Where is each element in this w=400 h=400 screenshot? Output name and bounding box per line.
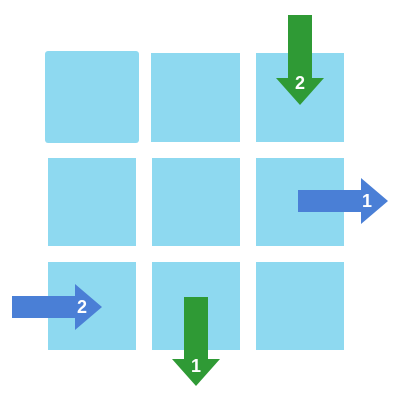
left-right-arrow: 2 [12, 284, 102, 330]
bottom-down-arrow-shape [172, 297, 220, 386]
top-down-arrow: 2 [276, 15, 324, 105]
top-down-arrow-label: 2 [295, 73, 305, 93]
grid-cell-r1-c2 [151, 53, 240, 142]
left-right-arrow-shape [12, 284, 102, 330]
grid-cells [45, 51, 344, 350]
middle-right-arrow-label: 1 [362, 191, 372, 211]
middle-right-arrow: 1 [298, 178, 388, 224]
grid-cell-r2-c2 [152, 158, 240, 246]
grid-cell-r3-c3 [256, 262, 344, 350]
grid-cell-r2-c1 [48, 158, 136, 246]
left-right-arrow-label: 2 [77, 297, 87, 317]
grid-cell-r1-c1 [45, 51, 139, 143]
middle-right-arrow-shape [298, 178, 388, 224]
bottom-down-arrow: 1 [172, 297, 220, 386]
bottom-down-arrow-label: 1 [191, 356, 201, 376]
top-down-arrow-shape [276, 15, 324, 105]
